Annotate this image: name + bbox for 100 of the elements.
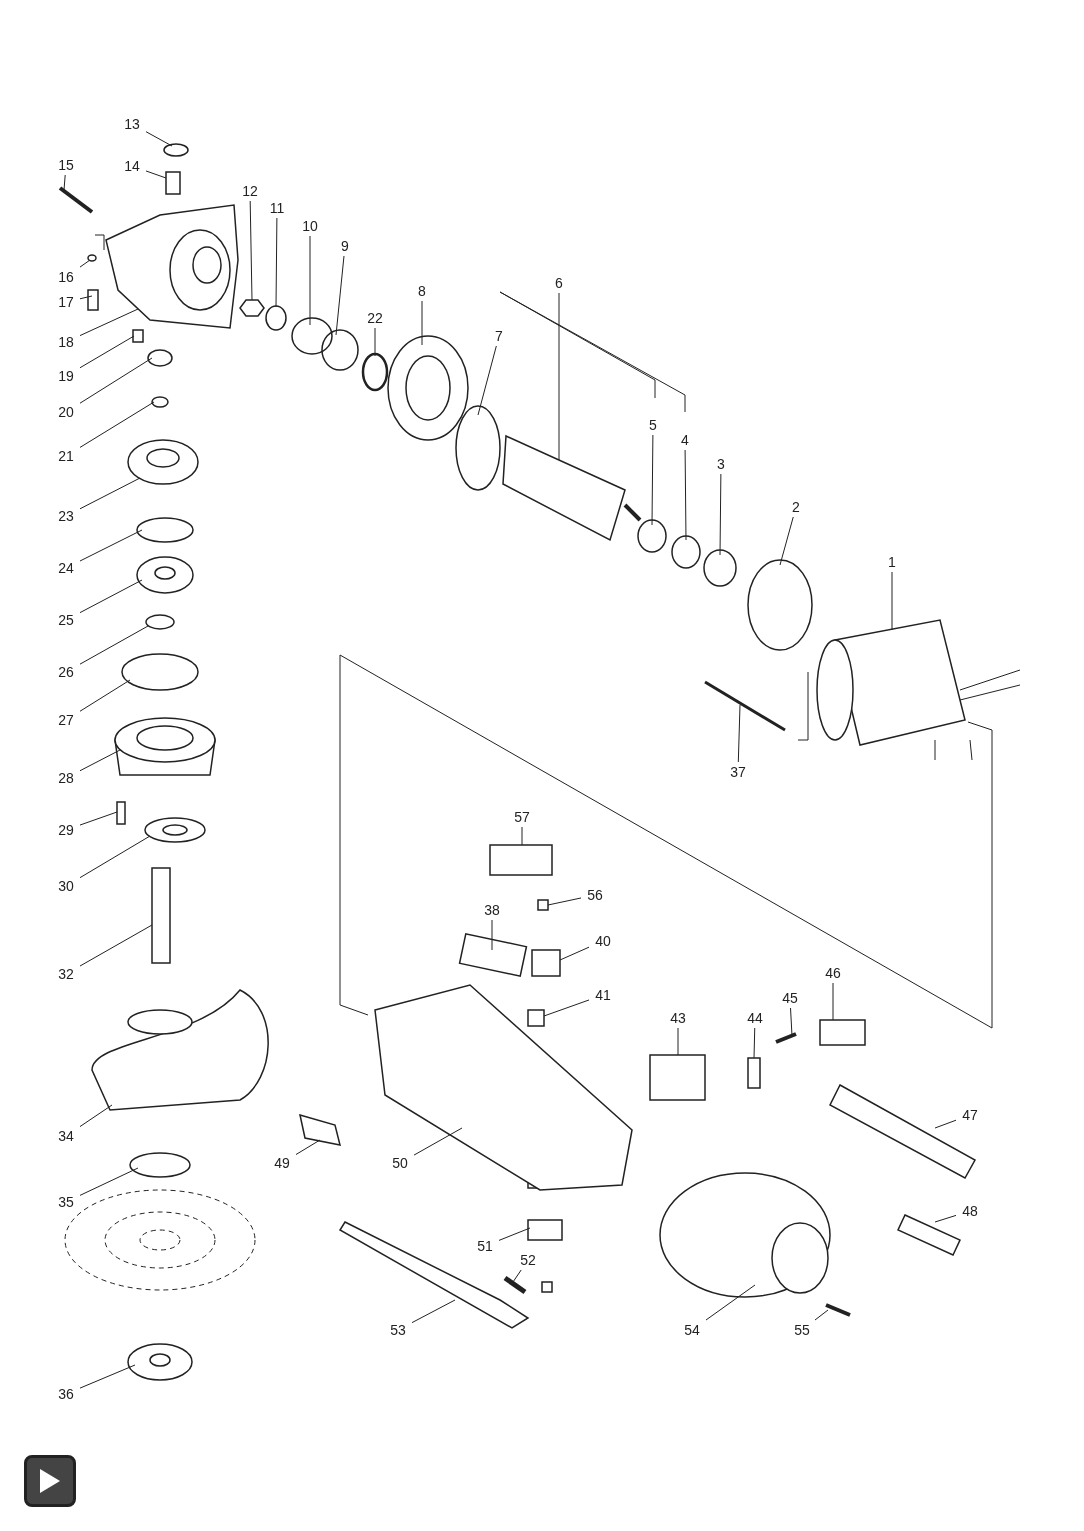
bearing-drawing	[671, 535, 701, 569]
leader-line	[547, 897, 582, 906]
wheel-guard-drawing	[91, 989, 269, 1111]
hex-nut-drawing	[239, 299, 265, 317]
leader-line	[79, 579, 143, 614]
bearing-drawing	[147, 349, 173, 367]
callout-number: 12	[236, 182, 264, 200]
callout-number: 30	[52, 877, 80, 895]
leader-line	[79, 529, 143, 562]
leader-line	[814, 1309, 829, 1321]
brush-holder-drawing	[531, 949, 561, 977]
callout-number: 22	[361, 309, 389, 327]
callout-number: 54	[678, 1321, 706, 1339]
leader-line	[651, 434, 654, 526]
retaining-ring-drawing	[361, 352, 389, 392]
baffle-ring-drawing	[747, 559, 813, 651]
leader-line	[79, 335, 135, 369]
leader-line	[558, 292, 560, 461]
leader-line	[421, 300, 423, 346]
callout-number: 24	[52, 559, 80, 577]
leader-line	[79, 1364, 136, 1389]
spring-drawing	[165, 171, 181, 195]
callout-number: 44	[741, 1009, 769, 1027]
leader-line	[779, 516, 794, 566]
leader-line	[512, 1269, 522, 1283]
pin-drawing	[132, 329, 144, 343]
callout-number: 19	[52, 367, 80, 385]
rear-cover-drawing	[659, 1172, 831, 1298]
callout-number: 57	[508, 808, 536, 826]
callout-number: 46	[819, 964, 847, 982]
bearing-drawing	[136, 556, 194, 594]
leader-line	[79, 811, 118, 826]
baffle-plate-drawing	[387, 335, 469, 441]
callout-number: 40	[589, 932, 617, 950]
leader-line	[477, 345, 497, 416]
pin-drawing	[87, 289, 99, 311]
tube-drawing	[829, 1083, 976, 1179]
bevel-gear-drawing	[265, 305, 287, 331]
screw-drawing	[116, 801, 126, 825]
screw-drawing	[775, 1032, 797, 1044]
callout-number: 49	[268, 1154, 296, 1172]
nut-drawing	[163, 143, 189, 157]
button-drawing	[299, 1113, 341, 1146]
box-drawing	[819, 1019, 866, 1046]
callout-number: 56	[581, 886, 609, 904]
leader-line	[335, 255, 345, 336]
screw-drawing	[537, 899, 549, 911]
callout-number: 10	[296, 217, 324, 235]
bearing-drawing	[291, 317, 333, 355]
callout-number: 4	[671, 431, 699, 449]
callout-number: 14	[118, 157, 146, 175]
leader-line	[411, 1299, 456, 1324]
callout-number: 25	[52, 611, 80, 629]
retaining-ring-drawing	[151, 396, 169, 408]
leader-line	[275, 217, 278, 308]
spindle-drawing	[151, 867, 171, 964]
leader-line	[63, 174, 66, 191]
callout-number: 7	[485, 327, 513, 345]
screw-drawing	[58, 186, 94, 214]
leader-line	[249, 200, 253, 301]
gear-housing-drawing	[105, 204, 239, 329]
leader-line	[79, 477, 141, 510]
leader-line	[374, 327, 376, 357]
callout-number: 15	[52, 156, 80, 174]
bolt-drawing	[704, 680, 786, 732]
label-plate-drawing	[489, 844, 553, 876]
callout-number: 20	[52, 403, 80, 421]
callout-number: 41	[589, 986, 617, 1004]
callout-number: 35	[52, 1193, 80, 1211]
leader-line	[79, 1104, 113, 1128]
leader-line	[891, 571, 893, 631]
leader-line	[684, 449, 687, 541]
callout-number: 18	[52, 333, 80, 351]
leader-line	[79, 1167, 139, 1196]
leader-line	[145, 170, 167, 179]
callout-number: 8	[408, 282, 436, 300]
callout-number: 55	[788, 1321, 816, 1339]
callout-number: 9	[331, 237, 359, 255]
callout-number: 53	[384, 1321, 412, 1339]
callout-number: 26	[52, 663, 80, 681]
callout-number: 3	[707, 455, 735, 473]
callout-number: 17	[52, 293, 80, 311]
leader-line	[832, 982, 834, 1021]
leader-line	[737, 704, 741, 763]
callout-number: 38	[478, 901, 506, 919]
leader-line	[491, 919, 493, 951]
callout-number: 5	[639, 416, 667, 434]
leader-line	[719, 473, 722, 556]
callout-number: 11	[263, 199, 291, 217]
leader-line	[79, 625, 149, 665]
callout-number: 36	[52, 1385, 80, 1403]
switch-drawing	[649, 1054, 706, 1101]
callout-number: 13	[118, 115, 146, 133]
callout-number: 47	[956, 1106, 984, 1124]
spiral-gear-drawing	[127, 439, 199, 485]
callout-number: 43	[664, 1009, 692, 1027]
callout-number: 32	[52, 965, 80, 983]
spring-drawing	[503, 1275, 527, 1295]
callout-number: 37	[724, 763, 752, 781]
leader-line	[413, 1127, 463, 1156]
